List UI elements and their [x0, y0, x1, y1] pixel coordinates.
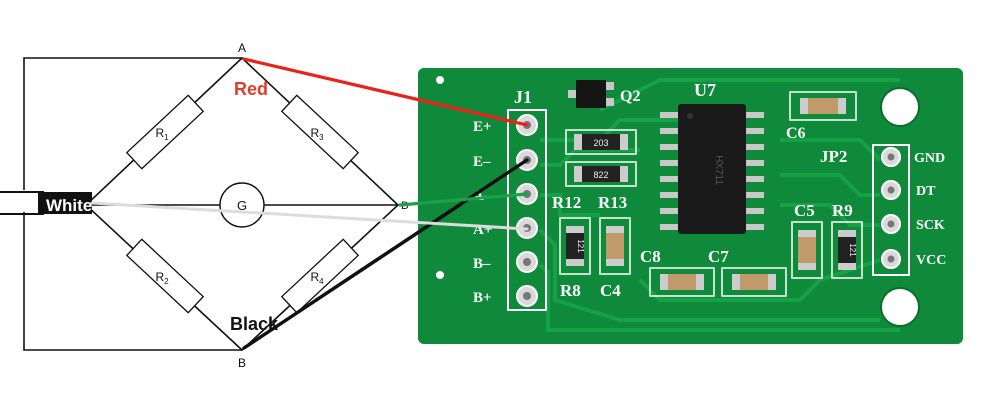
u7-marking: HX711	[713, 155, 724, 185]
galvanometer	[219, 182, 265, 228]
r9-label: R9	[832, 201, 853, 220]
c5-label: C5	[794, 201, 815, 220]
j1-pin-e-plus: E+	[473, 119, 492, 135]
resistor-r4: R4	[280, 238, 360, 314]
red-wire-label: Red	[234, 79, 268, 99]
j1-header-outline	[507, 109, 547, 311]
jp2-pin-gnd: GND	[914, 151, 945, 166]
small-hole-bottom	[436, 271, 444, 279]
jp2-label: JP2	[820, 147, 847, 166]
resistor-r1: R1	[125, 94, 205, 170]
smd-r9-code: 121	[848, 243, 857, 257]
mount-hole-bottom	[880, 287, 920, 327]
j1-pin-b-minus: B–	[473, 256, 491, 272]
resistor-r3: R3	[280, 94, 360, 170]
node-b-label: B	[238, 356, 246, 370]
smd-r9: 121	[831, 221, 863, 279]
smd-203-code: 203	[593, 138, 608, 148]
c4-label: C4	[600, 281, 621, 300]
svg-text:R2: R2	[155, 270, 169, 286]
source-block	[38, 192, 92, 214]
smd-203: 203	[565, 129, 637, 155]
j1-pin-a-plus: A+	[473, 222, 492, 238]
svg-text:R3: R3	[310, 126, 324, 142]
resistor-r1-label: R	[155, 126, 164, 140]
smd-r8: 121	[559, 217, 591, 275]
resistor-r3-label: R	[310, 126, 319, 140]
q2-label: Q2	[620, 88, 640, 105]
galvanometer-label: G	[237, 198, 247, 213]
cap-c6	[789, 91, 857, 121]
hx711-board: J1 E+ E– A– A+ B– B+ JP2	[418, 68, 963, 344]
jp2-header-outline	[872, 144, 910, 276]
resistor-r4-sub: 4	[319, 277, 324, 286]
white-wire	[90, 201, 529, 231]
u7-chip: HX711	[660, 104, 764, 234]
wheatstone-bridge: G R1 R3 R2 R4 A B D	[0, 41, 409, 370]
cap-c7	[721, 267, 787, 297]
red-wire	[242, 57, 529, 127]
mount-hole-top	[880, 87, 920, 127]
j1-pins	[516, 114, 538, 307]
wires	[90, 57, 529, 350]
resistor-r3-sub: 3	[319, 133, 324, 142]
r12-label: R12	[552, 193, 581, 212]
j1-pin-b-plus: B+	[473, 290, 492, 306]
c6-label: C6	[786, 125, 806, 142]
cap-c8	[649, 267, 715, 297]
outer-wire-bottom	[23, 212, 242, 351]
resistor-r4-label: R	[310, 270, 319, 284]
small-hole-top	[436, 76, 444, 84]
jp2-pin-sck: SCK	[916, 218, 945, 233]
cap-c4	[599, 217, 631, 275]
jp2-pin-dt: DT	[916, 184, 936, 199]
j1-pin-e-minus: E–	[473, 154, 491, 170]
cap-c5	[791, 221, 823, 279]
j1-label: J1	[514, 87, 532, 107]
node-a-label: A	[238, 41, 246, 55]
resistor-r1-sub: 1	[164, 133, 169, 142]
smd-822-code: 822	[593, 170, 608, 180]
r13-label: R13	[598, 193, 627, 212]
outer-wire-top	[23, 57, 242, 190]
white-wire-label: White	[46, 196, 92, 215]
resistor-r2-sub: 2	[164, 277, 169, 286]
u7-label: U7	[694, 80, 716, 100]
black-wire-2	[242, 203, 462, 350]
q2-transistor	[568, 80, 614, 108]
jp2-pin-vcc: VCC	[916, 253, 946, 268]
svg-text:R4: R4	[310, 270, 324, 286]
resistor-r2: R2	[125, 238, 205, 314]
svg-text:R1: R1	[155, 126, 169, 142]
jp2-pins	[881, 147, 901, 269]
r8-label: R8	[560, 281, 581, 300]
green-wire	[398, 192, 529, 207]
black-wire-label: Black	[230, 314, 279, 334]
smd-822: 822	[565, 161, 637, 187]
c8-label: C8	[640, 247, 661, 266]
smd-r8-code: 121	[576, 239, 585, 253]
resistor-r2-label: R	[155, 270, 164, 284]
c7-label: C7	[708, 247, 729, 266]
